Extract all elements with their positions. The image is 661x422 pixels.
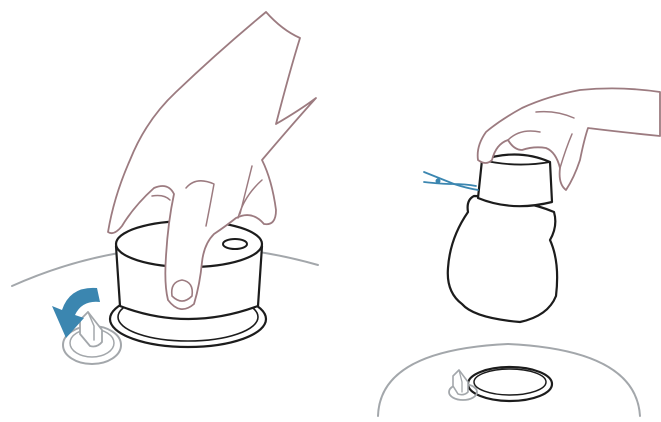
- right-dust-bag: [448, 196, 557, 322]
- right-step-panel: [378, 88, 660, 416]
- right-drawstring: [424, 172, 478, 190]
- left-step-panel: [12, 12, 318, 364]
- right-base-rim: [378, 344, 640, 416]
- right-opening: [468, 367, 552, 401]
- right-latch-knob-icon: [449, 370, 477, 400]
